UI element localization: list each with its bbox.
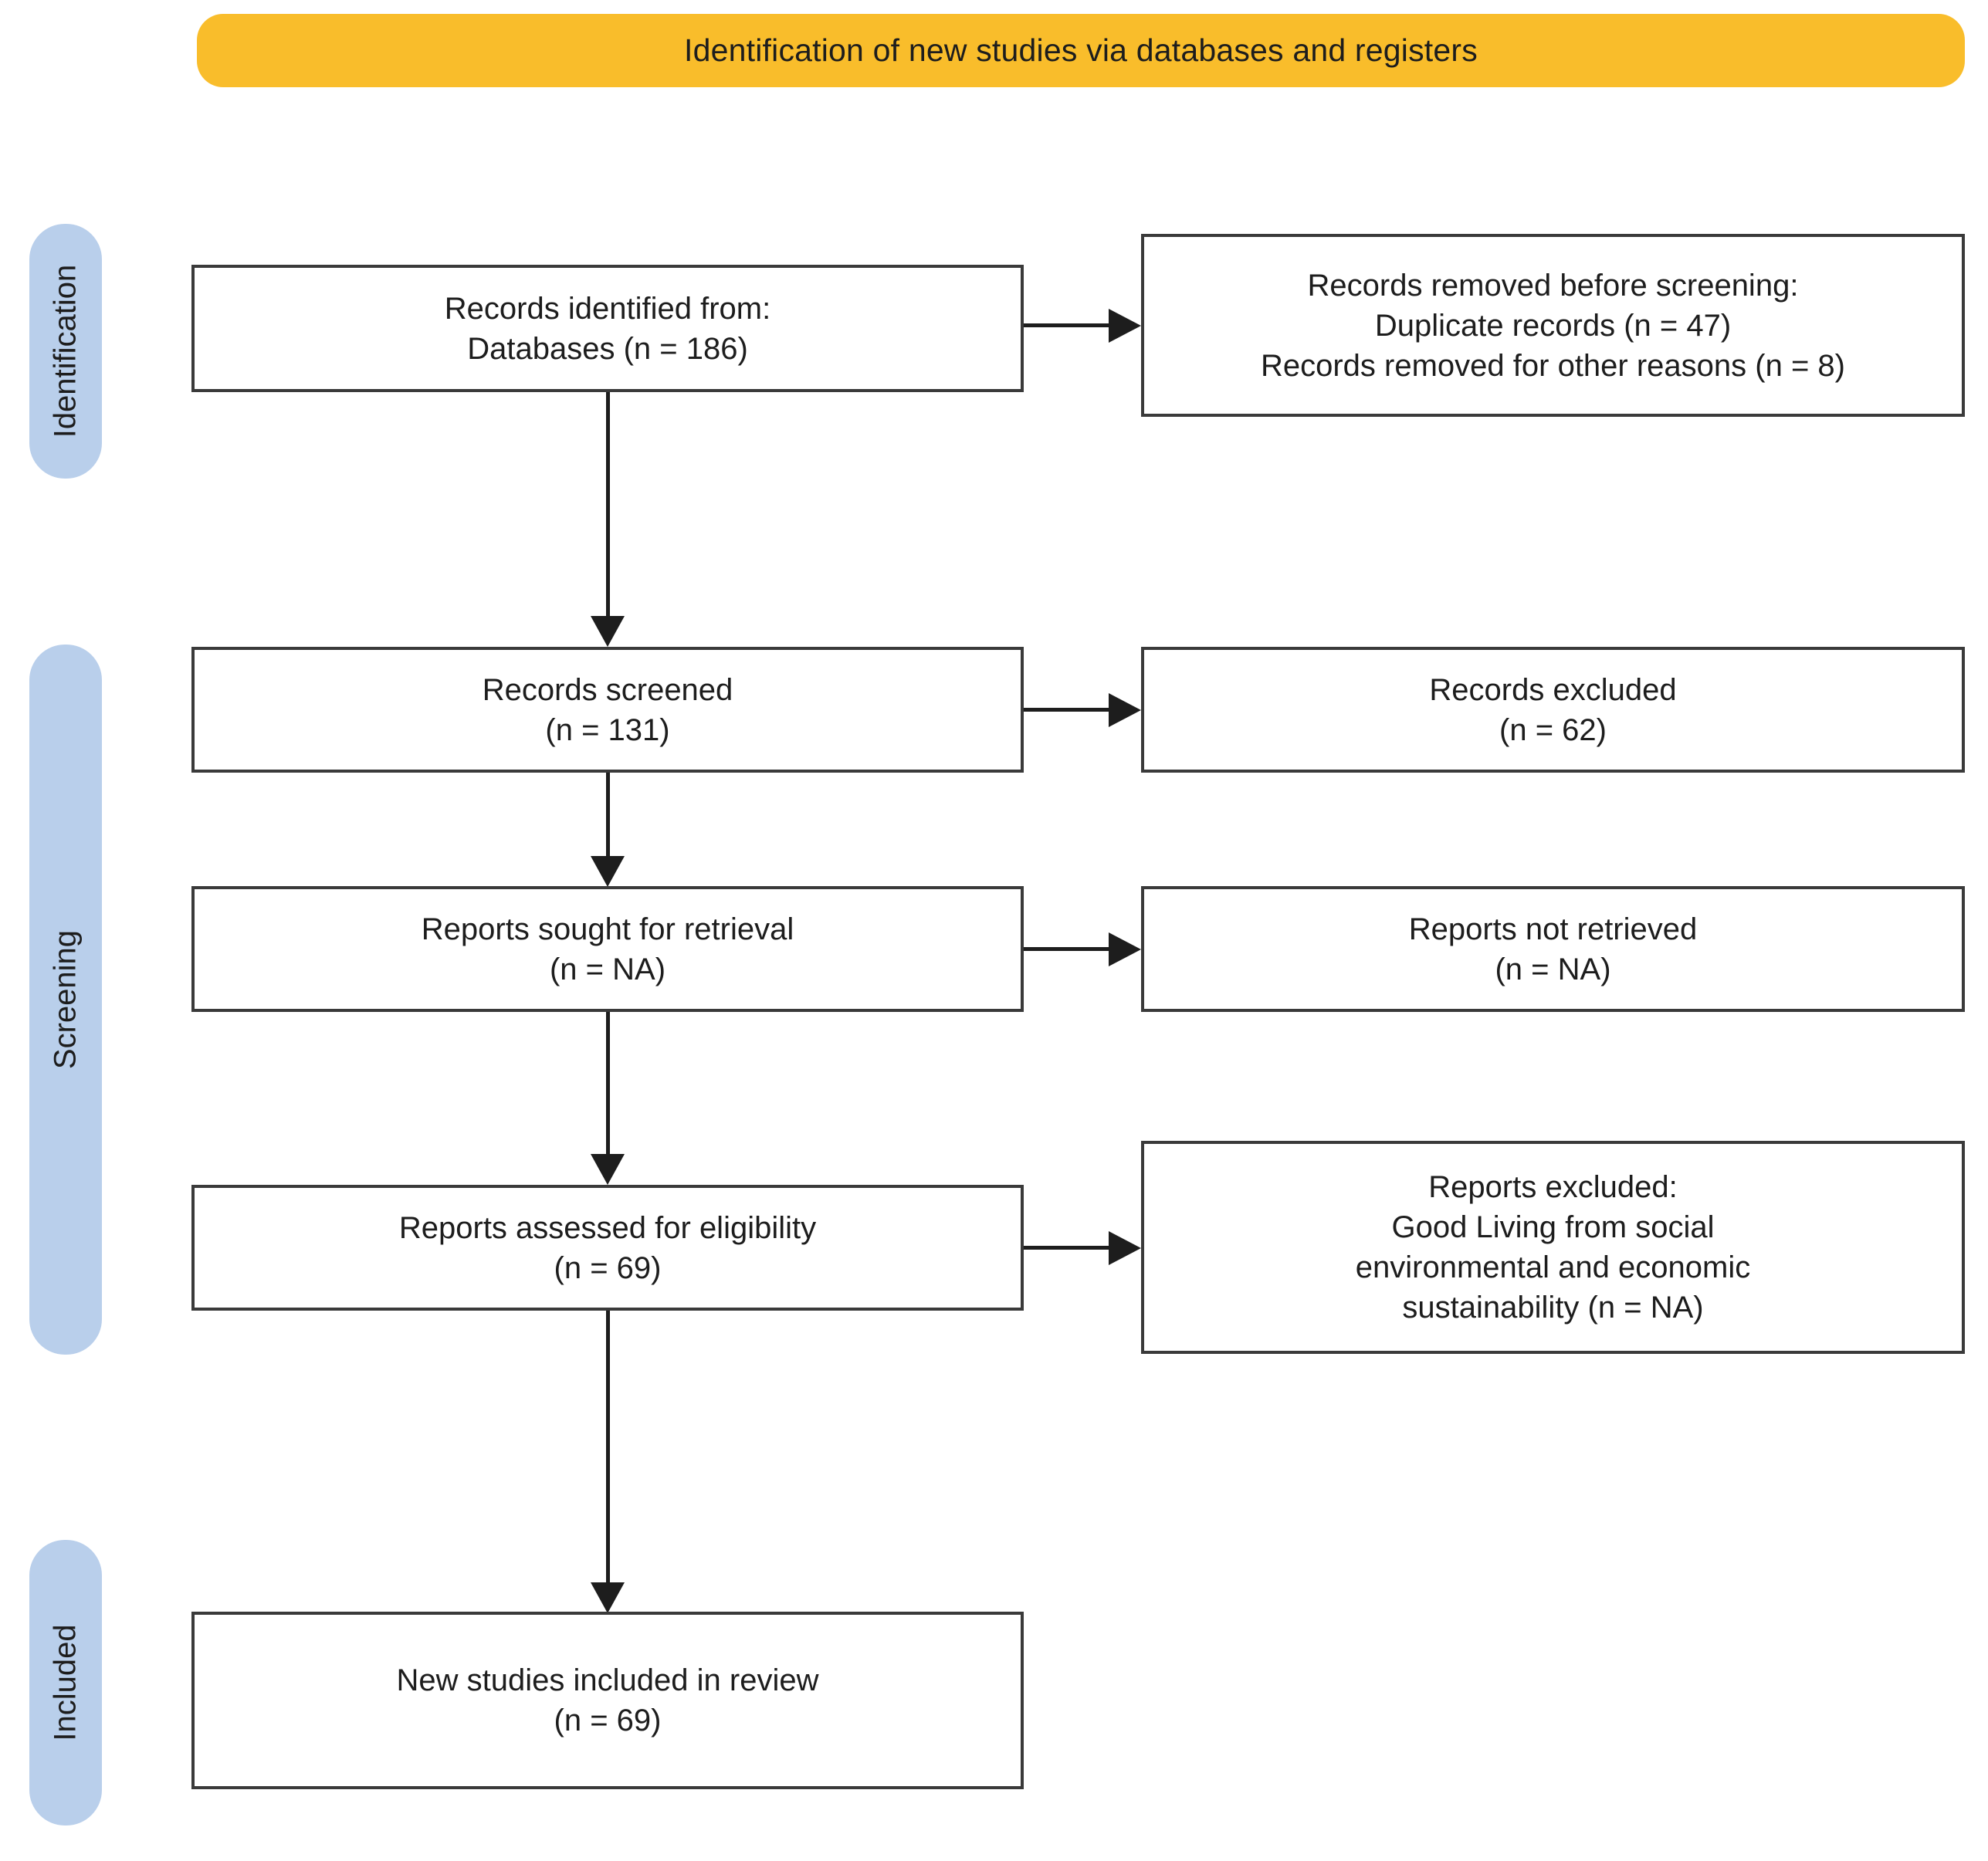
new-studies-included-line-1: New studies included in review <box>396 1663 819 1697</box>
arrowhead-screened-to-excluded <box>1109 693 1141 727</box>
stage-label-screening: Screening <box>48 929 83 1070</box>
reports-sought-line-1: Reports sought for retrieval <box>421 912 794 946</box>
box-reports-not-retrieved: Reports not retrieved (n = NA) <box>1141 886 1965 1012</box>
connector-identified-to-screened <box>606 392 610 616</box>
reports-assessed-line-1: Reports assessed for eligibility <box>398 1210 817 1245</box>
box-records-screened: Records screened (n = 131) <box>191 647 1024 773</box>
stage-label-included: Included <box>48 1624 83 1741</box>
records-removed-line-1: Records removed before screening: <box>1307 268 1799 303</box>
connector-identified-to-removed <box>1024 323 1110 327</box>
stage-pill-included: Included <box>29 1540 102 1825</box>
reports-not-retrieved-line-2: (n = NA) <box>1495 952 1611 986</box>
stage-pill-screening: Screening <box>29 645 102 1355</box>
arrowhead-screened-to-sought <box>591 856 625 887</box>
reports-assessed-line-2: (n = 69) <box>554 1250 662 1285</box>
records-excluded-line-2: (n = 62) <box>1499 712 1607 747</box>
reports-not-retrieved-line-1: Reports not retrieved <box>1408 912 1698 946</box>
connector-assessed-to-included <box>606 1311 610 1582</box>
new-studies-included-line-2: (n = 69) <box>554 1704 662 1737</box>
box-records-removed: Records removed before screening: Duplic… <box>1141 234 1965 417</box>
records-removed-line-2: Duplicate records (n = 47) <box>1374 308 1732 343</box>
records-excluded-line-1: Records excluded <box>1429 672 1677 707</box>
stage-label-identification: Identification <box>48 264 83 438</box>
reports-excluded-line-3: environmental and economic <box>1355 1250 1751 1284</box>
arrowhead-identified-to-screened <box>591 616 625 647</box>
reports-sought-line-2: (n = NA) <box>549 952 666 986</box>
connector-sought-to-not-retrieved <box>1024 947 1110 951</box>
diagram-header-banner: Identification of new studies via databa… <box>197 14 1965 87</box>
arrowhead-assessed-to-included <box>591 1582 625 1613</box>
records-removed-line-3: Records removed for other reasons (n = 8… <box>1260 348 1845 383</box>
connector-screened-to-sought <box>606 773 610 856</box>
connector-screened-to-excluded <box>1024 708 1110 712</box>
connector-assessed-to-reports-excluded <box>1024 1246 1110 1250</box>
stage-pill-identification: Identification <box>29 224 102 479</box>
box-reports-excluded: Reports excluded: Good Living from socia… <box>1141 1141 1965 1354</box>
records-screened-line-2: (n = 131) <box>545 712 670 747</box>
box-reports-assessed: Reports assessed for eligibility (n = 69… <box>191 1185 1024 1311</box>
records-screened-line-1: Records screened <box>482 672 733 707</box>
arrowhead-sought-to-not-retrieved <box>1109 932 1141 966</box>
box-new-studies-included: New studies included in review (n = 69) <box>191 1612 1024 1789</box>
records-identified-line-1: Records identified from: <box>444 291 771 326</box>
arrowhead-identified-to-removed <box>1109 309 1141 343</box>
connector-sought-to-assessed <box>606 1012 610 1154</box>
records-identified-line-2: Databases (n = 186) <box>467 331 748 366</box>
reports-excluded-line-2: Good Living from social <box>1391 1210 1715 1244</box>
box-records-excluded: Records excluded (n = 62) <box>1141 647 1965 773</box>
reports-excluded-line-1: Reports excluded: <box>1428 1170 1678 1204</box>
reports-excluded-line-4: sustainability (n = NA) <box>1402 1291 1704 1325</box>
box-reports-sought: Reports sought for retrieval (n = NA) <box>191 886 1024 1012</box>
box-records-identified: Records identified from: Databases (n = … <box>191 265 1024 392</box>
arrowhead-assessed-to-reports-excluded <box>1109 1231 1141 1265</box>
arrowhead-sought-to-assessed <box>591 1154 625 1185</box>
diagram-title: Identification of new studies via databa… <box>684 32 1478 68</box>
